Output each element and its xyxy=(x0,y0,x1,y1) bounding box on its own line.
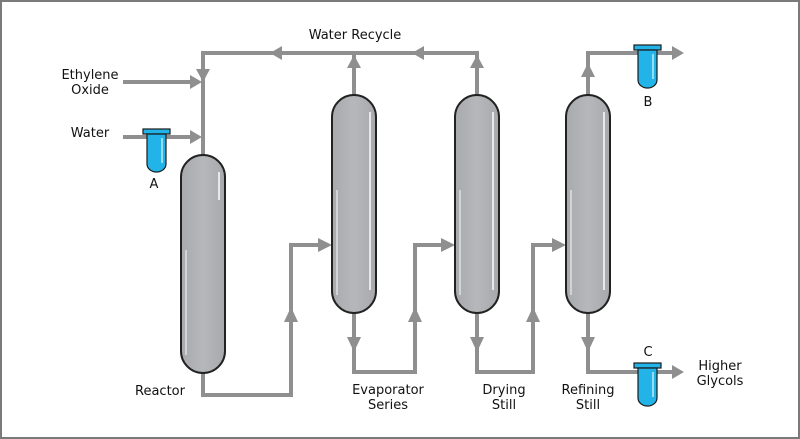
evaporator-label-line1: Evaporator xyxy=(352,383,424,398)
refining-still-label-line2: Still xyxy=(576,398,600,413)
arrowheads xyxy=(190,46,684,379)
arrow-right-icon xyxy=(190,130,202,144)
filter-b-label: B xyxy=(644,95,653,110)
arrow-down-icon xyxy=(470,337,484,352)
arrow-up-icon xyxy=(284,307,298,322)
drying-still-label-line2: Still xyxy=(492,398,516,413)
arrow-up-icon xyxy=(581,63,595,77)
arrow-down-icon xyxy=(196,69,210,82)
arrow-right-icon xyxy=(190,75,202,89)
arrow-right-icon xyxy=(672,365,684,379)
higher-glycols-label-line1: Higher xyxy=(698,359,742,374)
arrow-up-icon xyxy=(408,307,422,322)
arrow-right-icon xyxy=(441,238,455,252)
refining-top-line xyxy=(586,51,674,95)
filter-a-label: A xyxy=(150,177,159,192)
arrow-left-icon xyxy=(270,46,282,60)
water-recycle-label: Water Recycle xyxy=(309,28,402,43)
arrow-up-icon xyxy=(526,307,540,322)
ethylene-oxide-label-line1: Ethylene xyxy=(61,68,118,83)
reactor-to-evaporator-line xyxy=(201,243,326,397)
pipes xyxy=(123,51,674,397)
drying-still-vessel xyxy=(454,94,500,314)
evaporator-label-line2: Series xyxy=(368,398,408,413)
arrow-down-icon xyxy=(347,337,361,352)
filter-c-icon xyxy=(633,362,662,407)
evaporator-vessel xyxy=(331,94,377,314)
arrow-right-icon xyxy=(318,238,332,252)
arrow-up-icon xyxy=(347,55,361,68)
filter-c-label: C xyxy=(643,345,652,360)
reactor-label: Reactor xyxy=(135,384,186,399)
arrow-left-icon xyxy=(412,46,424,60)
refining-still-label-line1: Refining xyxy=(562,383,615,398)
drying-to-refining-line xyxy=(475,243,560,374)
filter-b-icon xyxy=(633,44,662,89)
ethylene-oxide-label-line2: Oxide xyxy=(71,83,109,98)
evaporator-to-drying-line xyxy=(352,243,449,374)
water-label: Water xyxy=(71,126,110,141)
arrow-right-icon xyxy=(672,46,684,60)
arrow-down-icon xyxy=(581,337,595,352)
filter-a-icon xyxy=(142,128,171,173)
higher-glycols-label-line2: Glycols xyxy=(697,374,744,389)
arrow-up-icon xyxy=(470,55,484,68)
drying-still-label-line1: Drying xyxy=(482,383,525,398)
water-recycle-line xyxy=(201,51,479,155)
reactor-vessel xyxy=(180,154,226,374)
refining-still-vessel xyxy=(565,94,611,314)
arrow-right-icon xyxy=(552,238,566,252)
